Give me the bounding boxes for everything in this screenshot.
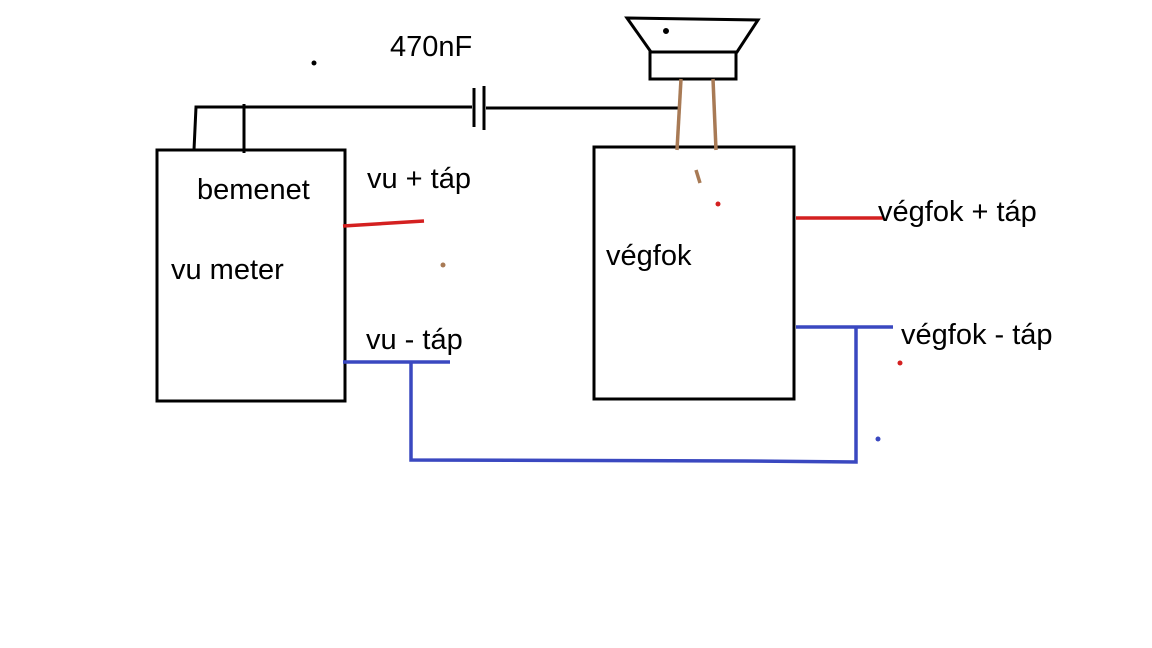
positive-supply-wires: [342, 216, 884, 228]
amp-box: [592, 145, 796, 401]
capacitor-symbol: [472, 86, 486, 130]
negative-supply-wires: [343, 325, 893, 464]
input-label: bemenet: [197, 174, 310, 206]
stray-marks: [311, 60, 903, 442]
amp-minus-supply-label: végfok - táp: [901, 319, 1053, 351]
input-signal-wire: [192, 104, 680, 153]
vu-meter-box: [155, 148, 347, 403]
amp-plus-supply-label: végfok + táp: [878, 196, 1037, 228]
speaker-wires: [675, 78, 718, 184]
amp-label: végfok: [606, 240, 692, 272]
vu-minus-supply-label: vu - táp: [366, 324, 463, 356]
speaker-icon: [624, 16, 761, 81]
capacitor-label: 470nF: [390, 31, 473, 63]
vu-plus-supply-label: vu + táp: [367, 163, 471, 195]
vu-meter-label: vu meter: [171, 254, 284, 286]
